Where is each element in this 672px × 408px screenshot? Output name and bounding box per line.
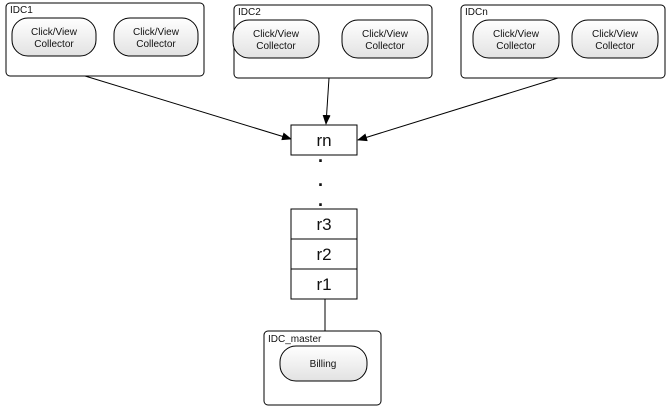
idc-group-n: IDCn Click/View Collector Click/View Col… <box>460 4 666 79</box>
arrow-idc2-to-rn <box>322 77 331 125</box>
collector-node-1-2-label-line2: Collector <box>136 39 176 50</box>
stack-node-r3-label: r3 <box>316 215 331 234</box>
billing-node-label: Billing <box>310 359 337 370</box>
stack-node-rn-label: rn <box>316 131 331 150</box>
collector-node-2-1-label-line2: Collector <box>256 41 296 52</box>
stack-node-r1: r1 <box>290 268 358 300</box>
stack-node-rn: rn <box>290 124 358 156</box>
collector-node-1-2: Click/View Collector <box>113 17 199 57</box>
idc-group-2: IDC2 Click/View Collector Click/View Col… <box>232 4 433 79</box>
stack-node-r2-label: r2 <box>316 245 331 264</box>
ellipsis-dot-3: . <box>318 190 323 210</box>
idc-group-1: IDC1 Click/View Collector Click/View Col… <box>5 2 205 77</box>
idc-group-2-label: IDC2 <box>238 7 261 18</box>
collector-node-n-1-label-line2: Collector <box>496 41 536 52</box>
ellipsis-dot-1: . <box>318 146 323 166</box>
collector-node-1-1: Click/View Collector <box>11 17 97 57</box>
stack-node-r1-label: r1 <box>316 275 331 294</box>
collector-node-2-2: Click/View Collector <box>341 19 429 59</box>
idc-master-group: IDC_master Billing <box>263 330 382 406</box>
collector-node-2-1: Click/View Collector <box>232 19 320 59</box>
collector-node-2-2-label-line2: Collector <box>365 41 405 52</box>
collector-node-2-2-label-line1: Click/View <box>362 29 409 40</box>
collector-node-n-2-label-line2: Collector <box>595 41 635 52</box>
arrow-idc1-to-rn <box>84 75 292 141</box>
idc-group-n-label: IDCn <box>465 7 488 18</box>
collector-node-n-2-label-line1: Click/View <box>592 29 639 40</box>
collector-node-n-2: Click/View Collector <box>571 19 659 59</box>
stack-node-r3: r3 <box>290 208 358 240</box>
arrow-idcn-to-rn <box>357 77 559 142</box>
collector-node-n-1-label-line1: Click/View <box>493 29 540 40</box>
idc-group-1-label: IDC1 <box>10 5 33 16</box>
collector-node-1-1-label-line1: Click/View <box>31 27 78 38</box>
collector-node-2-1-label-line1: Click/View <box>253 29 300 40</box>
idc-master-label: IDC_master <box>268 334 322 345</box>
ellipsis-dot-2: . <box>318 170 323 190</box>
collector-node-1-2-label-line1: Click/View <box>133 27 180 38</box>
stack-node-r2: r2 <box>290 238 358 270</box>
billing-node: Billing <box>279 345 368 382</box>
collector-node-n-1: Click/View Collector <box>472 19 560 59</box>
collector-node-1-1-label-line2: Collector <box>34 39 74 50</box>
